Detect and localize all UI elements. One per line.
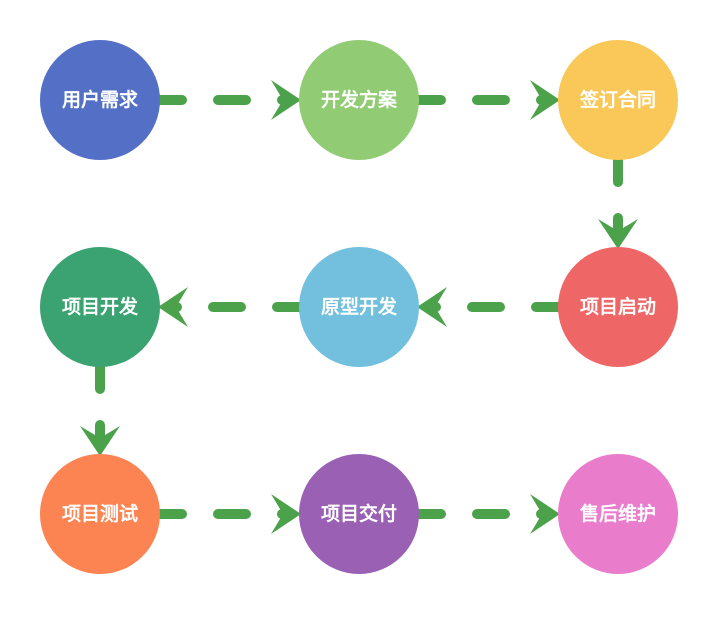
edge-arrowhead-n4-n5 bbox=[417, 287, 447, 327]
node-label-n3: 签订合同 bbox=[579, 88, 656, 111]
edge-n4-n5 bbox=[417, 287, 569, 327]
edge-n2-n3 bbox=[408, 80, 560, 120]
node-n6: 项目开发 bbox=[40, 247, 160, 367]
node-n8: 项目交付 bbox=[299, 454, 419, 574]
node-n2: 开发方案 bbox=[299, 40, 419, 160]
node-circle-n1 bbox=[40, 40, 160, 160]
edges-layer bbox=[80, 80, 638, 534]
edge-n8-n9 bbox=[408, 494, 560, 534]
node-n5: 原型开发 bbox=[299, 247, 419, 367]
node-n4: 项目启动 bbox=[558, 247, 678, 367]
node-label-n1: 用户需求 bbox=[62, 88, 139, 111]
edge-arrowhead-n8-n9 bbox=[530, 494, 560, 534]
node-label-n5: 原型开发 bbox=[321, 295, 398, 318]
edge-arrowhead-n3-n4 bbox=[598, 219, 638, 249]
edge-n6-n7 bbox=[80, 356, 120, 456]
edge-arrowhead-n1-n2 bbox=[271, 80, 301, 120]
edge-arrowhead-n7-n8 bbox=[271, 494, 301, 534]
node-circle-n7 bbox=[40, 454, 160, 574]
node-n3: 签订合同 bbox=[558, 40, 678, 160]
node-circle-n3 bbox=[558, 40, 678, 160]
node-n7: 项目测试 bbox=[40, 454, 160, 574]
node-circle-n9 bbox=[558, 454, 678, 574]
edge-n5-n6 bbox=[158, 287, 310, 327]
edge-n7-n8 bbox=[149, 494, 301, 534]
node-label-n7: 项目测试 bbox=[62, 503, 138, 525]
node-label-n6: 项目开发 bbox=[62, 295, 139, 318]
edge-n3-n4 bbox=[598, 149, 638, 249]
edge-n1-n2 bbox=[149, 80, 301, 120]
node-label-n4: 项目启动 bbox=[580, 295, 656, 318]
node-circle-n5 bbox=[299, 247, 419, 367]
node-circle-n2 bbox=[299, 40, 419, 160]
edge-arrowhead-n6-n7 bbox=[80, 426, 120, 456]
node-label-n2: 开发方案 bbox=[321, 88, 398, 111]
node-n1: 用户需求 bbox=[40, 40, 160, 160]
node-circle-n6 bbox=[40, 247, 160, 367]
edge-arrowhead-n2-n3 bbox=[530, 80, 560, 120]
node-label-n9: 售后维护 bbox=[579, 502, 656, 525]
node-circle-n4 bbox=[558, 247, 678, 367]
edge-arrowhead-n5-n6 bbox=[158, 287, 188, 327]
node-circle-n8 bbox=[299, 454, 419, 574]
node-n9: 售后维护 bbox=[558, 454, 678, 574]
nodes-layer: 用户需求 开发方案 签订合同 项目启动 原型开发 项目开发 项目测试 项目交付 bbox=[40, 40, 678, 574]
node-label-n8: 项目交付 bbox=[321, 502, 397, 525]
